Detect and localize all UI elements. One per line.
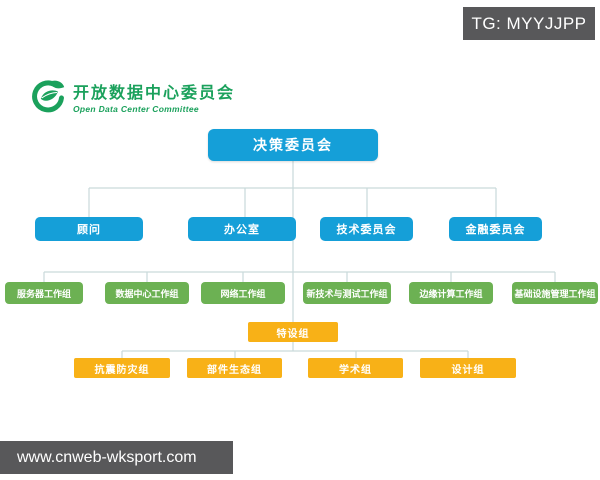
org-node-root: 决策委员会 (208, 129, 378, 161)
org-node-workgroup: 新技术与测试工作组 (303, 282, 391, 304)
org-node-workgroup: 网络工作组 (201, 282, 285, 304)
org-node-special-group: 学术组 (308, 358, 403, 378)
org-node-special-group: 设计组 (420, 358, 516, 378)
org-node-committee: 技术委员会 (320, 217, 413, 241)
org-node-committee: 办公室 (188, 217, 296, 241)
watermark-bottom-text: www.cnweb-wksport.com (17, 448, 197, 466)
org-node-workgroup: 边缘计算工作组 (409, 282, 493, 304)
logo-title: 开放数据中心委员会 (73, 85, 236, 102)
org-node-special-group: 抗震防灾组 (74, 358, 170, 378)
org-node-workgroup: 基础设施管理工作组 (512, 282, 598, 304)
odcc-logo: 开放数据中心委员会 Open Data Center Committee (30, 79, 235, 120)
org-node-workgroup: 服务器工作组 (5, 282, 83, 304)
leaf-circle-icon (30, 79, 66, 120)
org-node-committee: 顾问 (35, 217, 143, 241)
watermark-badge-top: TG: MYYJJPP (463, 7, 595, 40)
logo-subtitle: Open Data Center Committee (73, 104, 199, 114)
org-node-special: 特设组 (248, 322, 338, 342)
org-node-workgroup: 数据中心工作组 (105, 282, 189, 304)
watermark-bar-bottom: www.cnweb-wksport.com (0, 441, 233, 474)
org-node-committee: 金融委员会 (449, 217, 542, 241)
watermark-top-text: TG: MYYJJPP (471, 13, 587, 33)
org-node-special-group: 部件生态组 (187, 358, 282, 378)
